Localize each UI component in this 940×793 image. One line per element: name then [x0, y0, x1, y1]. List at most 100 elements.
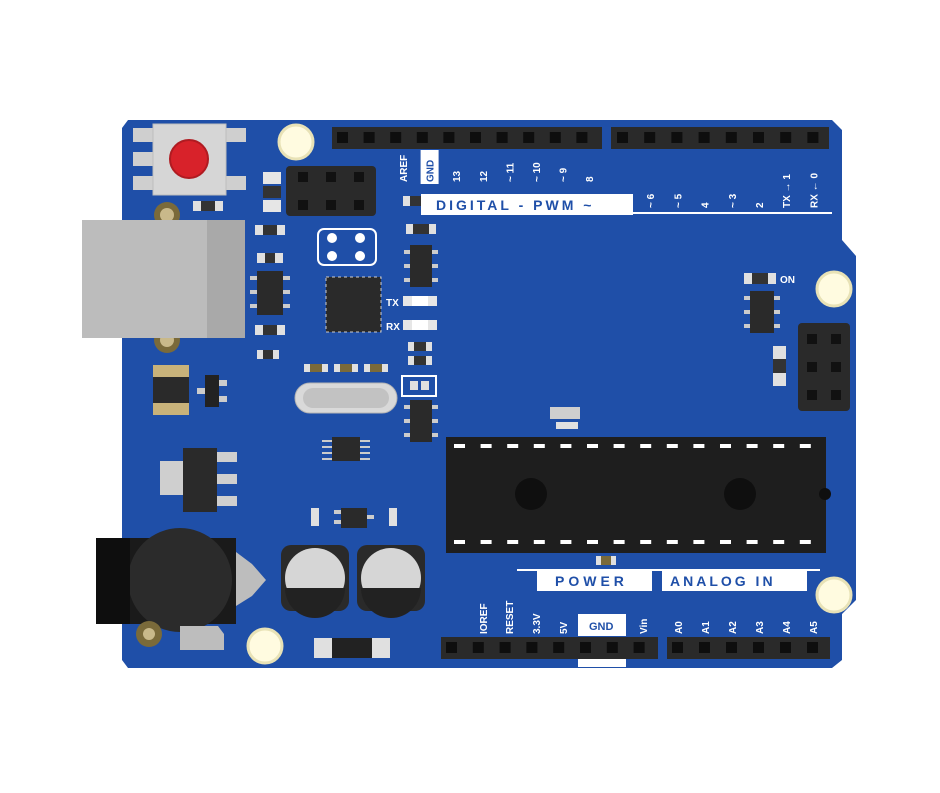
pin-label: A0 — [674, 621, 685, 634]
small-transistor — [311, 508, 397, 528]
bottom-diode — [314, 638, 390, 658]
power-header[interactable] — [441, 637, 658, 659]
header-pin-hole[interactable] — [672, 642, 683, 653]
header-pin-hole[interactable] — [576, 132, 588, 143]
header-pin-hole[interactable] — [446, 642, 457, 653]
header-pin-hole[interactable] — [671, 132, 683, 143]
pin-label: A4 — [782, 621, 793, 634]
pin-label: 5V — [559, 621, 570, 634]
mcu-pin — [560, 444, 572, 448]
mcu-pin — [507, 540, 519, 544]
header-pin-hole[interactable] — [416, 132, 428, 143]
header-pin-hole[interactable] — [549, 132, 561, 143]
header-pin-hole[interactable] — [470, 132, 481, 143]
digital-pwm-banner: DIGITAL - PWM ~ — [421, 194, 832, 215]
header-pin-hole[interactable] — [499, 642, 511, 653]
on-led-label: ON — [780, 275, 795, 286]
header-pin-hole[interactable] — [633, 642, 645, 653]
voltage-regulator — [160, 448, 237, 512]
header-pin-hole[interactable] — [726, 642, 737, 653]
pin-label: 4 — [701, 202, 712, 208]
mcu-pin — [773, 444, 785, 448]
header-pin-hole[interactable] — [523, 132, 535, 143]
pin-label: ~ 5 — [673, 193, 684, 208]
header-pin-hole[interactable] — [807, 642, 818, 653]
header-pin-hole[interactable] — [699, 642, 710, 653]
mcu-pin — [533, 540, 545, 544]
digital-header-left[interactable] — [332, 127, 602, 149]
pin-label: GND — [589, 621, 614, 633]
pin-label: ~ 6 — [646, 193, 657, 208]
pin-label: ~ 10 — [532, 162, 543, 182]
header-pin-hole[interactable] — [580, 642, 591, 653]
pin-label: ~ 9 — [559, 167, 570, 182]
header-pin-hole[interactable] — [644, 132, 656, 143]
mcu-pin — [720, 540, 731, 544]
mcu-pin — [666, 540, 678, 544]
header-pin-hole[interactable] — [780, 642, 791, 653]
header-pin-hole[interactable] — [698, 132, 710, 143]
pin-label: IOREF — [479, 603, 490, 634]
pin-label: 3.3V — [532, 613, 543, 634]
resistor-row — [304, 364, 388, 372]
pin-label: A5 — [809, 621, 820, 634]
mcu-pin — [613, 540, 625, 544]
pin-label: A2 — [728, 621, 739, 634]
header-pin-hole[interactable] — [472, 642, 484, 653]
smd-components — [153, 172, 290, 415]
crystal-oscillator — [294, 382, 398, 414]
header-pin-hole[interactable] — [496, 132, 508, 143]
header-pin-hole[interactable] — [780, 132, 792, 143]
header-pin-hole[interactable] — [363, 132, 375, 143]
header-pin-hole[interactable] — [526, 642, 538, 653]
header-pin-hole[interactable] — [390, 132, 402, 143]
pin-label: TX → 1 — [782, 174, 793, 208]
reset-button[interactable] — [133, 123, 246, 196]
header-pin-hole[interactable] — [337, 132, 348, 143]
tx-rx-leds: TX RX — [386, 296, 437, 333]
header-pin-hole[interactable] — [807, 132, 819, 143]
pin-label: ~ 11 — [505, 162, 516, 182]
icsp-header-small — [286, 166, 376, 216]
header-pin-hole[interactable] — [753, 642, 764, 653]
mcu-pin — [799, 444, 811, 448]
resistor-column — [401, 196, 438, 442]
analog-header[interactable] — [667, 637, 830, 659]
mcu-pin — [480, 540, 492, 544]
pin-label: A1 — [701, 621, 712, 634]
atmega-microcontroller — [446, 437, 831, 553]
electrolytic-capacitors — [281, 545, 425, 618]
pin-label: 2 — [755, 202, 766, 208]
mcu-resistors — [550, 407, 616, 565]
header-pin-hole[interactable] — [553, 642, 565, 653]
mcu-pin — [746, 444, 758, 448]
power-label: POWER — [555, 573, 628, 589]
gnd-highlight — [578, 614, 626, 636]
header-pin-hole[interactable] — [753, 132, 764, 143]
power-analog-banners: POWER ANALOG IN — [517, 569, 820, 591]
mcu-pin — [799, 540, 811, 544]
header-pin-hole[interactable] — [606, 642, 618, 653]
analog-in-label: ANALOG IN — [670, 573, 776, 589]
mcu-pin — [587, 540, 598, 544]
pin-label: A3 — [755, 621, 766, 634]
pin-label: 12 — [479, 170, 490, 182]
digital-header-right[interactable] — [611, 127, 829, 149]
header-pin-hole[interactable] — [443, 132, 455, 143]
gnd-highlight — [420, 150, 439, 184]
tx-led-label: TX — [386, 298, 399, 309]
mcu-pin — [746, 540, 758, 544]
pin-label: 8 — [585, 176, 596, 182]
mcu-pin — [507, 444, 519, 448]
mcu-pin — [693, 540, 705, 544]
header-pin-hole[interactable] — [617, 132, 628, 143]
mcu-pin — [560, 540, 572, 544]
mcu-pin — [587, 444, 598, 448]
mcu-pin — [454, 540, 465, 544]
header-pin-hole[interactable] — [725, 132, 737, 143]
gnd-highlight-tab — [578, 659, 626, 667]
pin-label: AREF — [399, 155, 410, 182]
